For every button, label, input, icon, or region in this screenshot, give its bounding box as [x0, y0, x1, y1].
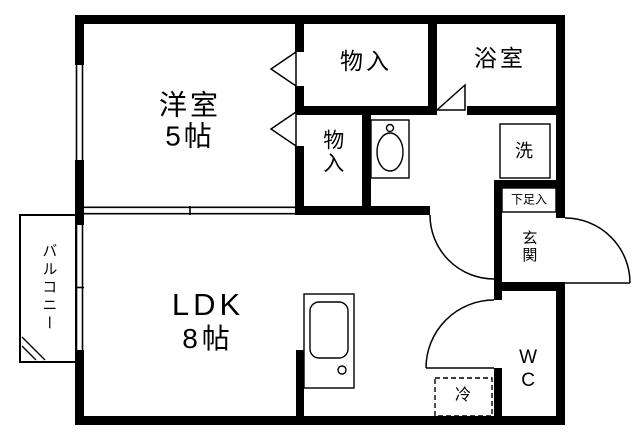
washbasin-bowl — [376, 132, 404, 172]
bath-door-icon — [435, 83, 466, 111]
wall-westernroom-right-c — [295, 146, 304, 215]
wall-westernroom-right-a — [295, 15, 304, 52]
closet-door-mid-icon — [269, 110, 297, 148]
walls — [75, 15, 565, 425]
wall-shoebox-top — [494, 180, 565, 188]
balcony-outline — [19, 214, 77, 363]
ldk-label: LDK 8帖 — [171, 286, 245, 354]
washbasin-faucet — [385, 123, 395, 133]
refrigerator-box — [434, 377, 493, 417]
front-door-arc — [564, 217, 631, 284]
wall-bath-left — [428, 15, 437, 115]
balcony-rail — [19, 214, 77, 363]
shoe-cabinet-box — [501, 187, 557, 213]
washroom-door-arc — [429, 214, 495, 280]
wall-main-divider — [305, 206, 430, 215]
closet-top-label: 物入 — [340, 48, 392, 75]
western-room-label: 洋室 5帖 — [159, 90, 221, 153]
washer-pan — [499, 123, 551, 179]
kitchen-faucet — [337, 365, 347, 375]
kitchen-counter — [303, 293, 355, 389]
ldk-size: 8帖 — [182, 322, 234, 354]
refrigerator-label: 冷 — [454, 387, 472, 405]
wall-top — [75, 15, 565, 24]
bathroom-label: 浴室 — [474, 45, 526, 72]
wall-entrance-bottom — [494, 282, 565, 291]
doors — [269, 50, 631, 369]
wall-left-mid — [75, 160, 84, 225]
closet-door-top-icon — [269, 50, 297, 88]
wall-kitchen-panel — [296, 350, 304, 416]
wall-left-upper — [75, 15, 84, 65]
fixtures — [303, 119, 557, 417]
closet-mid-label: 物入 — [320, 129, 344, 175]
wall-divider-junction — [295, 206, 305, 215]
kitchen-sink — [309, 301, 349, 359]
shoe-cabinet-label: 下足入 — [510, 192, 548, 207]
balcony-label: バルコニー — [40, 243, 58, 333]
wall-right-lower — [556, 283, 565, 425]
wall-mid-horizontal-b — [467, 106, 565, 115]
wc-label: WC — [517, 347, 539, 393]
entrance-label: 玄関 — [520, 230, 538, 264]
washer-label: 洗 — [515, 140, 533, 161]
wall-closet-right — [362, 106, 371, 215]
washbasin-counter — [370, 119, 410, 179]
ldk-name: LDK — [171, 286, 245, 322]
western-room-size: 5帖 — [165, 121, 215, 152]
western-room-name: 洋室 — [158, 89, 222, 121]
wall-left-lower — [75, 350, 84, 425]
balcony-hatch — [21, 336, 46, 361]
balcony-hatch — [21, 345, 37, 361]
wall-wc-left — [494, 368, 502, 425]
wall-entrance-left — [494, 180, 502, 300]
wc-door-arc — [425, 299, 495, 369]
wall-bottom — [75, 416, 565, 425]
wall-westernroom-right-b — [295, 86, 304, 112]
wall-right-upper — [556, 15, 565, 218]
